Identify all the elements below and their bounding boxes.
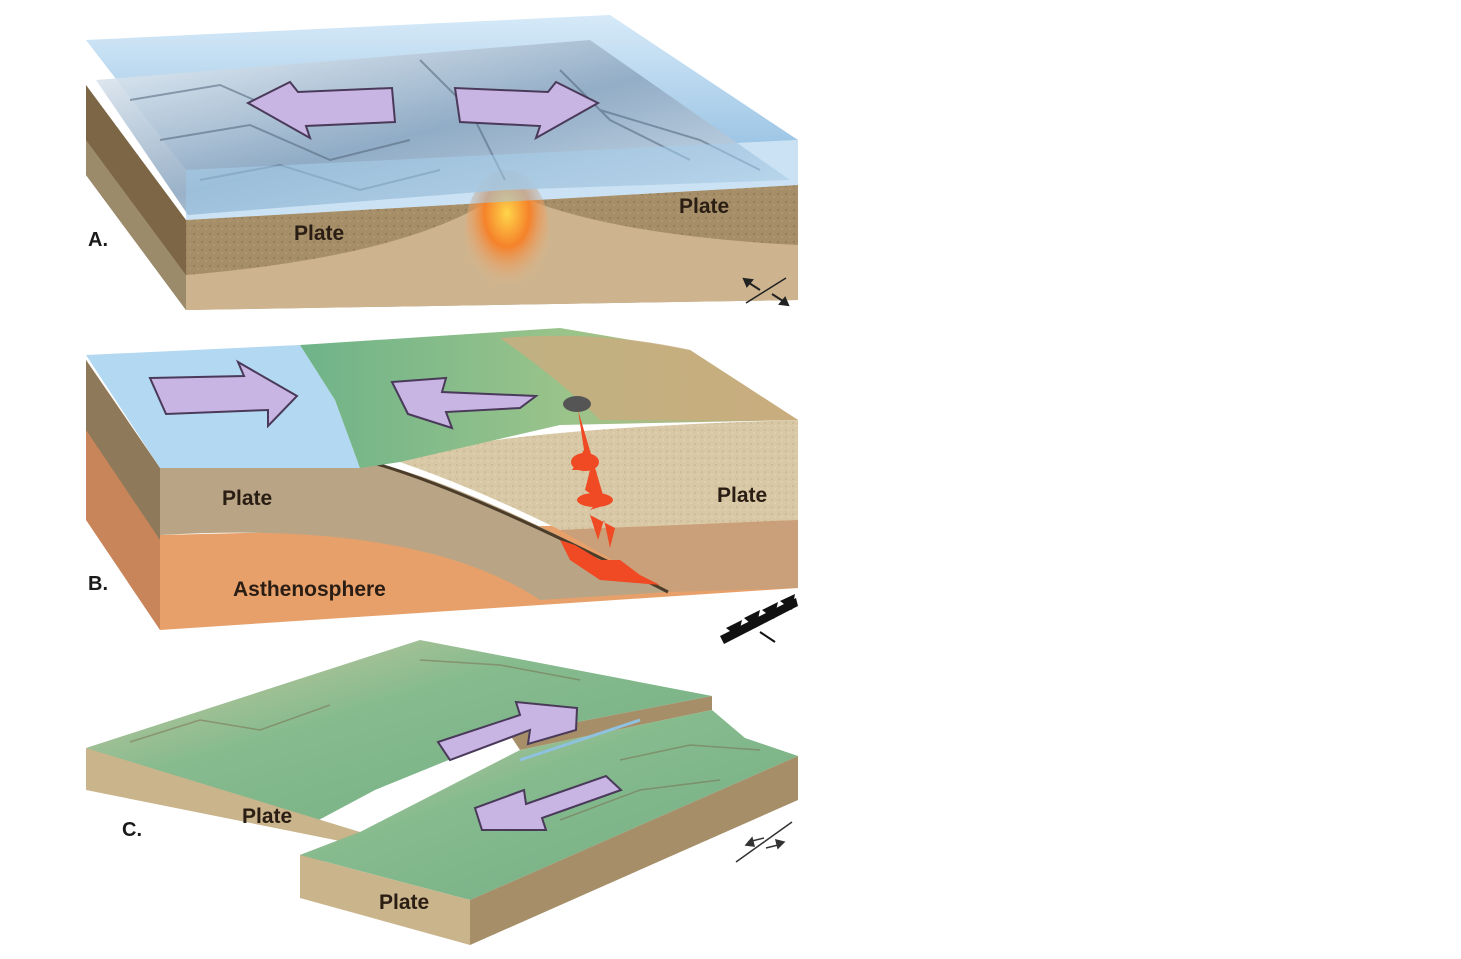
panel-c-label-plate-right: Plate bbox=[379, 891, 429, 914]
subduction-symbol-icon bbox=[720, 594, 798, 644]
divergent-symbol-icon bbox=[742, 277, 790, 307]
panel-c-letter: C. bbox=[122, 819, 142, 841]
panel-a-letter: A. bbox=[88, 229, 108, 251]
panel-a-arrow-left bbox=[245, 80, 397, 141]
panel-b-arrow-left bbox=[390, 376, 539, 430]
panel-c-arrow-down-left bbox=[473, 774, 623, 831]
panel-c-transform: Plate Plate C. bbox=[86, 640, 798, 945]
panel-c-arrow-up-right bbox=[436, 700, 579, 762]
panel-b-oceanic-plate bbox=[160, 462, 668, 600]
panel-c-left-block-top bbox=[86, 640, 712, 830]
panel-b-label-plate-right: Plate bbox=[717, 484, 767, 507]
panel-b-continental-plate bbox=[400, 420, 798, 530]
panel-b-label-plate-left: Plate bbox=[222, 487, 272, 510]
panel-a-divergent: Plate Plate A. bbox=[86, 15, 798, 310]
panel-b-label-asthenosphere: Asthenosphere bbox=[233, 578, 386, 601]
panel-b-letter: B. bbox=[88, 573, 108, 595]
panel-a-arrow-right bbox=[453, 80, 601, 141]
panel-b-arrow-right bbox=[148, 359, 299, 429]
panel-a-label-plate-right: Plate bbox=[679, 195, 729, 218]
transform-symbol-icon bbox=[735, 821, 793, 863]
panel-c-label-plate-left: Plate bbox=[242, 805, 292, 828]
panel-b-magma bbox=[560, 410, 660, 585]
panel-b-convergent: Plate Plate Asthenosphere B. bbox=[86, 328, 798, 644]
panel-a-label-plate-left: Plate bbox=[294, 222, 344, 245]
